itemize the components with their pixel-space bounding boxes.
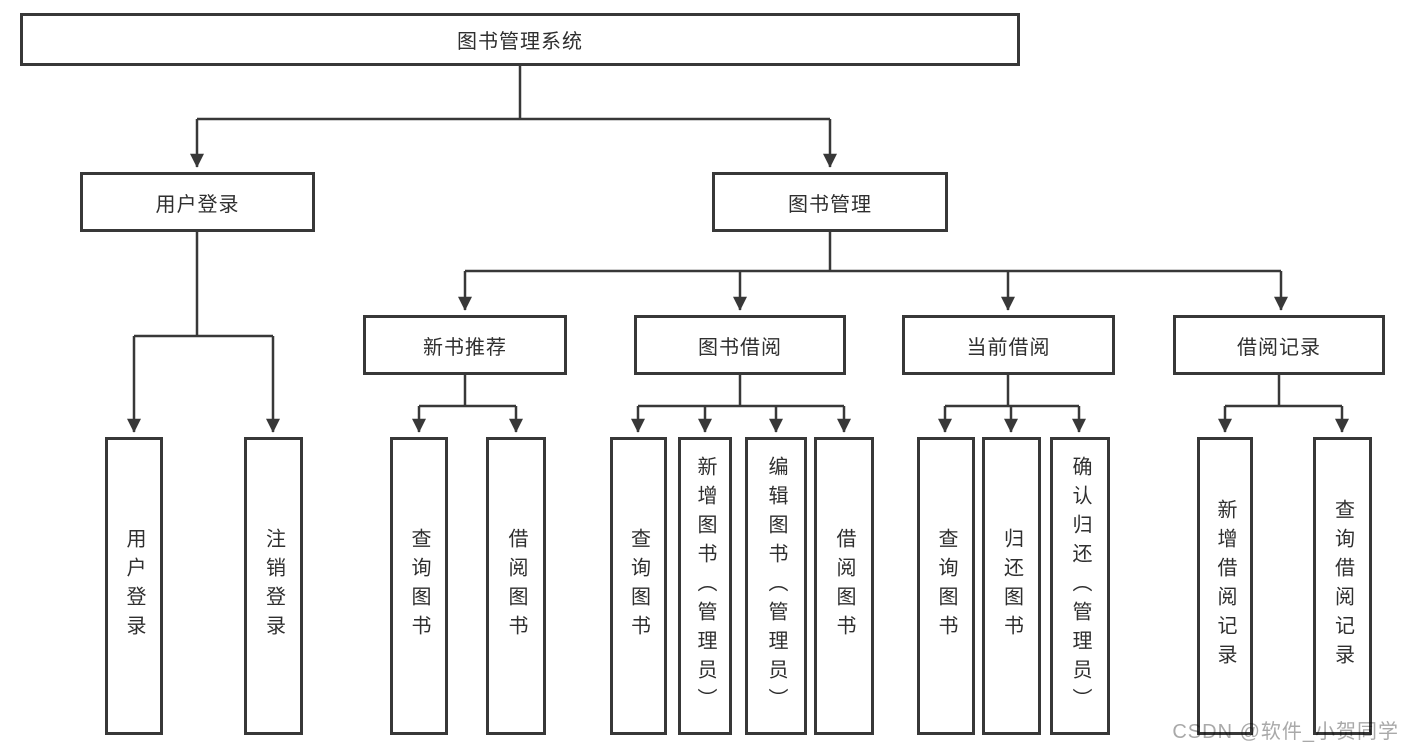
node-library-management-system: 图书管理系统 — [20, 13, 1020, 66]
node-label: 新书推荐 — [423, 336, 507, 359]
leaf-label: 新增借阅记录 — [1214, 499, 1236, 673]
node-new-book-recommend: 新书推荐 — [363, 315, 567, 375]
node-borrow-records: 借阅记录 — [1173, 315, 1385, 375]
leaf-return-books: 归还图书 — [982, 437, 1041, 735]
leaf-label: 注销登录 — [262, 528, 285, 644]
leaf-label: 新增图书（管理员） — [694, 455, 716, 717]
leaf-query-books-current: 查询图书 — [917, 437, 975, 735]
leaf-label: 编辑图书（管理员） — [765, 455, 787, 717]
leaf-query-books-recommend: 查询图书 — [390, 437, 448, 735]
leaf-label: 借阅图书 — [833, 528, 855, 644]
leaf-label: 查询图书 — [627, 528, 650, 644]
node-book-management: 图书管理 — [712, 172, 948, 232]
leaf-label: 查询图书 — [935, 528, 957, 644]
leaf-borrow-books-recommend: 借阅图书 — [486, 437, 546, 735]
node-label: 图书管理系统 — [457, 31, 583, 53]
node-user-login: 用户登录 — [80, 172, 315, 232]
leaf-user-login: 用户登录 — [105, 437, 163, 735]
leaf-label: 借阅图书 — [505, 528, 527, 644]
leaf-add-borrow-record: 新增借阅记录 — [1197, 437, 1253, 735]
csdn-watermark: CSDN @软件_小贺同学 — [1172, 721, 1399, 743]
leaf-edit-book-admin: 编辑图书（管理员） — [745, 437, 807, 735]
leaf-label: 确认归还（管理员） — [1069, 455, 1091, 717]
leaf-logout: 注销登录 — [244, 437, 303, 735]
node-label: 用户登录 — [155, 193, 240, 216]
leaf-add-book-admin: 新增图书（管理员） — [678, 437, 732, 735]
leaf-borrow-books: 借阅图书 — [814, 437, 874, 735]
node-label: 借阅记录 — [1237, 336, 1321, 359]
leaf-label: 用户登录 — [123, 528, 145, 644]
leaf-query-books-borrow: 查询图书 — [610, 437, 667, 735]
leaf-query-borrow-record: 查询借阅记录 — [1313, 437, 1372, 735]
node-label: 图书借阅 — [698, 336, 782, 359]
leaf-label: 查询图书 — [408, 528, 430, 644]
leaf-confirm-return-admin: 确认归还（管理员） — [1050, 437, 1110, 735]
node-label: 图书管理 — [788, 193, 872, 216]
leaf-label: 归还图书 — [1000, 528, 1023, 644]
node-book-borrow: 图书借阅 — [634, 315, 846, 375]
node-label: 当前借阅 — [966, 336, 1051, 359]
leaf-label: 查询借阅记录 — [1331, 499, 1354, 673]
node-current-borrow: 当前借阅 — [902, 315, 1115, 375]
